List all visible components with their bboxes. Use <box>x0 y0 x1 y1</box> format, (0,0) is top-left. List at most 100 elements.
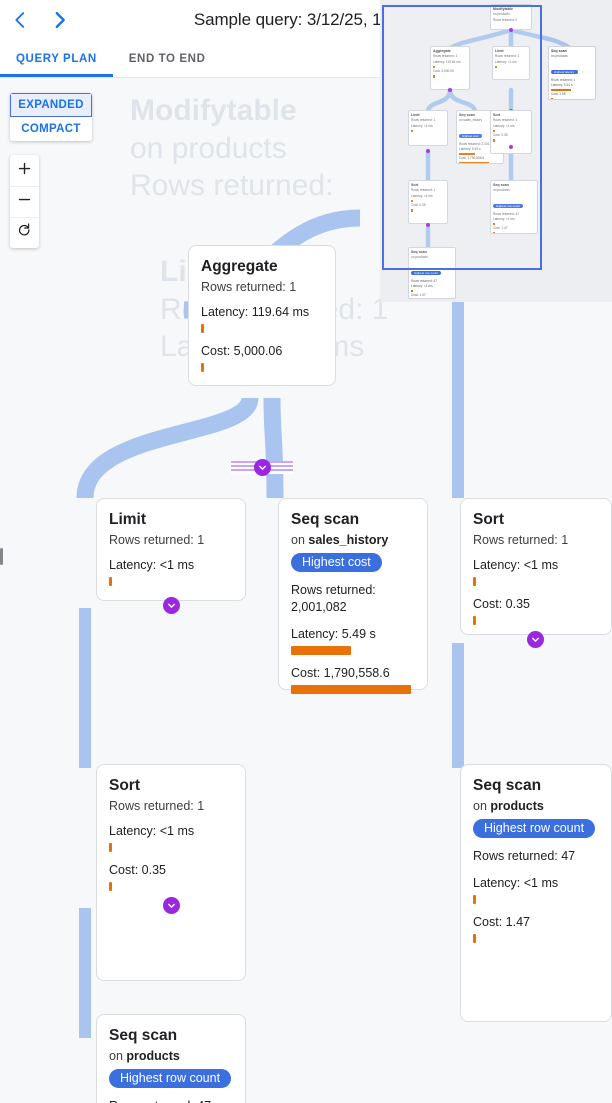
minimap-viewport-indicator[interactable] <box>382 5 542 270</box>
plan-node-aggregate[interactable]: Aggregate Rows returned: 1 Latency: 119.… <box>188 245 336 386</box>
latency-bar <box>109 577 112 587</box>
node-title: Sort <box>473 511 504 528</box>
node-relation-name: products <box>126 1049 180 1064</box>
minimap-node: Seq scan on sales_history Highest cost R… <box>456 110 504 164</box>
minimap-node-title: Seq scan <box>493 183 509 187</box>
zoom-in-button[interactable] <box>10 155 39 186</box>
node-latency: Latency: <1 ms <box>109 824 195 839</box>
status-badge-highest-cost: Highest cost <box>291 553 382 573</box>
minimap-node: Aggregate Rows returned: 1 Latency: 119.… <box>430 46 470 90</box>
mode-expanded-button[interactable]: EXPANDED <box>10 93 92 117</box>
sort-right-collapse-button[interactable] <box>527 631 544 648</box>
aggregate-collapse-button[interactable] <box>254 459 271 476</box>
forward-button[interactable] <box>40 0 80 40</box>
minimap-handle-dot <box>509 145 513 149</box>
plan-node-seq-scan-sales-history[interactable]: Seq scan on sales_history Highest cost R… <box>278 498 428 694</box>
back-button[interactable] <box>0 0 40 40</box>
minimap-status-badge: Highest cost <box>459 133 482 138</box>
minimap-node-rows: Rows returned: 1 <box>411 188 436 193</box>
minimap-node: Modifytable on products Rows returned: 0 <box>490 4 532 30</box>
minimap-node-rows: Rows returned: 1 <box>493 118 518 123</box>
node-relation: on products <box>109 1049 233 1063</box>
minimap-node-title: Seq scan <box>551 49 567 53</box>
node-cost: Cost: 5,000.06 <box>201 344 283 359</box>
minimap-node-relation: on products <box>551 54 568 59</box>
minimap-node-cost: Cost: 1,790,558.6 <box>459 156 485 161</box>
node-relation-name: products <box>490 799 544 814</box>
node-rows: Rows returned: 1 <box>109 533 205 548</box>
node-cost: Cost: 1,790,558.6 <box>291 665 390 680</box>
plan-node-limit[interactable]: Limit Rows returned: 1 Latency: <1 ms <box>96 498 246 601</box>
minimap-node-relation: on products <box>411 255 428 260</box>
cost-bar <box>201 362 204 372</box>
minimap-node-title: Aggregate <box>433 49 451 53</box>
minimap-node-rows: Rows returned: 47 <box>411 278 438 283</box>
cost-bar <box>473 615 476 625</box>
chevron-down-icon <box>166 600 177 611</box>
minimap-node-title: Seq scan <box>411 250 427 254</box>
latency-bar <box>473 894 476 904</box>
plan-node-seq-scan-products-bottom[interactable]: Seq scan on products Highest row count R… <box>96 1014 246 1103</box>
node-relation: on sales_history <box>291 533 415 547</box>
minimap-cost-bar <box>493 139 495 142</box>
canvas-scrollbar-handle[interactable] <box>0 548 3 565</box>
node-relation: on products <box>473 799 599 813</box>
cost-bar <box>109 881 112 891</box>
minimap-node-cost: Cost: 1.58 <box>551 92 566 97</box>
minimap-node-rows: Rows returned: 1 <box>551 77 576 82</box>
minimap-node-latency: Latency: 5.49 s <box>459 146 481 151</box>
minimap-node-latency: Latency: <1 ms <box>411 123 433 128</box>
plan-node-sort-right[interactable]: Sort Rows returned: 1 Latency: <1 ms Cos… <box>460 498 612 635</box>
minimap-latency-bar <box>459 152 475 156</box>
minimap-node-title: Modifytable <box>493 7 513 11</box>
node-rows: Rows returned: 2,001,082 <box>291 583 376 615</box>
zoom-controls <box>10 155 39 248</box>
node-cost: Cost: 0.35 <box>109 863 166 878</box>
limit-collapse-button[interactable] <box>163 597 180 614</box>
minimap-latency-bar <box>411 289 413 293</box>
minimap-latency-bar <box>551 88 571 92</box>
minimap-handle-dot <box>448 88 452 92</box>
node-latency: Latency: 5.49 s <box>291 626 376 641</box>
tab-query-plan-label: QUERY PLAN <box>16 52 97 65</box>
node-rows: Rows returned: 47 <box>473 849 576 864</box>
tab-end-to-end[interactable]: END TO END <box>113 40 222 77</box>
minimap-cost-bar <box>433 75 435 78</box>
node-title: Seq scan <box>473 777 542 794</box>
minimap-handle-dot <box>426 149 430 153</box>
chevron-left-icon <box>9 9 31 31</box>
minimap-node: Sort Rows returned: 1 Latency: <1 ms Cos… <box>490 110 532 154</box>
mode-compact-button[interactable]: COMPACT <box>10 117 92 141</box>
node-title: Limit <box>109 511 147 528</box>
cost-bar <box>291 684 411 694</box>
minimap-node-title: Sort <box>411 183 419 187</box>
minimap-node: Seq scan on products Highest latency Row… <box>548 46 596 100</box>
minimap-node-rows: Rows returned: 1 <box>433 54 458 59</box>
latency-bar <box>473 577 476 587</box>
sort-left-collapse-button[interactable] <box>163 897 180 914</box>
plan-node-sort-left[interactable]: Sort Rows returned: 1 Latency: <1 ms Cos… <box>96 764 246 981</box>
reset-view-button[interactable] <box>10 217 39 248</box>
minimap-node: Seq scan on products Highest row count R… <box>490 180 538 234</box>
tab-end-to-end-label: END TO END <box>128 52 206 65</box>
minimap-node-title: Sort <box>493 113 501 117</box>
minimap-latency-bar <box>493 222 495 226</box>
node-relation-prefix: on <box>109 1049 123 1064</box>
chevron-down-icon <box>530 634 541 645</box>
minimap-node-rows: Rows returned: 0 <box>493 17 518 22</box>
minimap-node: Seq scan on products Highest row count R… <box>408 247 456 299</box>
minimap-status-badge: Highest row count <box>493 203 524 208</box>
minimap-cost-bar <box>493 232 495 233</box>
status-badge-highest-row-count: Highest row count <box>109 1069 232 1089</box>
node-rows: Rows returned: 47 <box>109 1098 233 1103</box>
plan-node-seq-scan-products-right[interactable]: Seq scan on products Highest row count R… <box>460 764 612 1022</box>
minimap[interactable]: Modifytable on products Rows returned: 0… <box>380 0 612 302</box>
tab-query-plan[interactable]: QUERY PLAN <box>0 40 113 77</box>
node-relation-prefix: on <box>291 533 305 548</box>
minimap-handle-dot <box>426 223 430 227</box>
latency-bar <box>201 324 204 334</box>
node-rows: Rows returned: 1 <box>109 799 205 814</box>
zoom-out-button[interactable] <box>10 186 39 217</box>
minimap-node-cost: Cost: 0.35 <box>493 133 508 138</box>
